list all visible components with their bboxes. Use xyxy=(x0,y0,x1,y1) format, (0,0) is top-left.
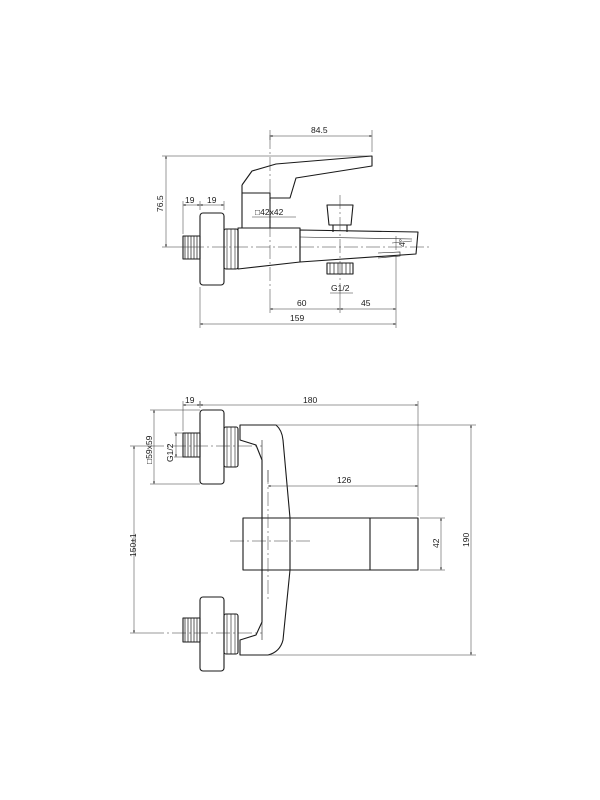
dim-top-spout-length: 126 xyxy=(267,470,418,487)
dim-top-nut-label: 19 xyxy=(185,395,195,405)
dim-side-body-section: □42x42 xyxy=(252,207,296,218)
dim-side-outlet-thread: G1/2 xyxy=(330,283,353,294)
top-view: 19 180 □59x59 G1/2 126 42 xyxy=(128,395,476,672)
dim-side-span-a-label: 60 xyxy=(297,298,307,308)
dim-top-spout-height-label: 42 xyxy=(431,538,441,548)
dim-top-overall-length: 180 xyxy=(199,395,419,516)
dim-side-height-lever: 76.5 xyxy=(155,155,372,248)
dim-side-width-top-label: 84.5 xyxy=(311,125,328,135)
dim-side-outlet-angle: 4° xyxy=(391,236,413,250)
dim-top-inlet-spacing-label: 150±1 xyxy=(128,533,138,557)
dim-top-inlet-spacing: 150±1 xyxy=(128,445,150,634)
dim-top-overall-height: 190 xyxy=(268,424,476,656)
dim-top-flange-label: □59x59 xyxy=(144,435,154,464)
dim-side-outlet-angle-label: 4° xyxy=(397,239,407,247)
top-inlet-lower xyxy=(182,596,239,672)
top-mixer-body xyxy=(239,424,291,656)
dim-top-spout-height: 42 xyxy=(420,517,445,571)
side-flange-nut xyxy=(199,212,239,286)
top-inlet-upper xyxy=(182,409,239,485)
dim-top-flange: □59x59 xyxy=(144,409,200,485)
side-spout xyxy=(299,229,419,263)
dim-side-span-b-label: 45 xyxy=(361,298,371,308)
dim-top-overall-length-label: 180 xyxy=(303,395,317,405)
side-diverter-knob xyxy=(326,204,354,232)
dim-side-body-section-label: □42x42 xyxy=(255,207,284,217)
dim-top-overall-height-label: 190 xyxy=(461,533,471,547)
dim-top-spout-length-label: 126 xyxy=(337,475,351,485)
top-spout xyxy=(242,517,419,571)
dim-side-height-lever-label: 76.5 xyxy=(155,195,165,212)
dim-side-nut-a-label: 19 xyxy=(185,195,195,205)
dim-top-inlet-thread-label: G1/2 xyxy=(165,443,175,462)
dim-side-nut: 19 19 xyxy=(182,195,225,234)
dim-side-overall-label: 159 xyxy=(290,313,304,323)
side-inlet-thread xyxy=(182,235,201,260)
side-view: 84.5 76.5 19 19 □42x42 4° G1/2 xyxy=(155,125,430,328)
dim-side-nut-b-label: 19 xyxy=(207,195,217,205)
dim-top-inlet-thread: G1/2 xyxy=(165,432,183,462)
dim-side-outlet-thread-label: G1/2 xyxy=(331,283,350,293)
dim-side-width-top: 84.5 xyxy=(269,125,373,152)
dim-side-spans: 60 45 xyxy=(269,256,397,313)
dim-top-nut: 19 xyxy=(182,395,201,431)
dim-side-overall: 159 xyxy=(199,287,397,328)
